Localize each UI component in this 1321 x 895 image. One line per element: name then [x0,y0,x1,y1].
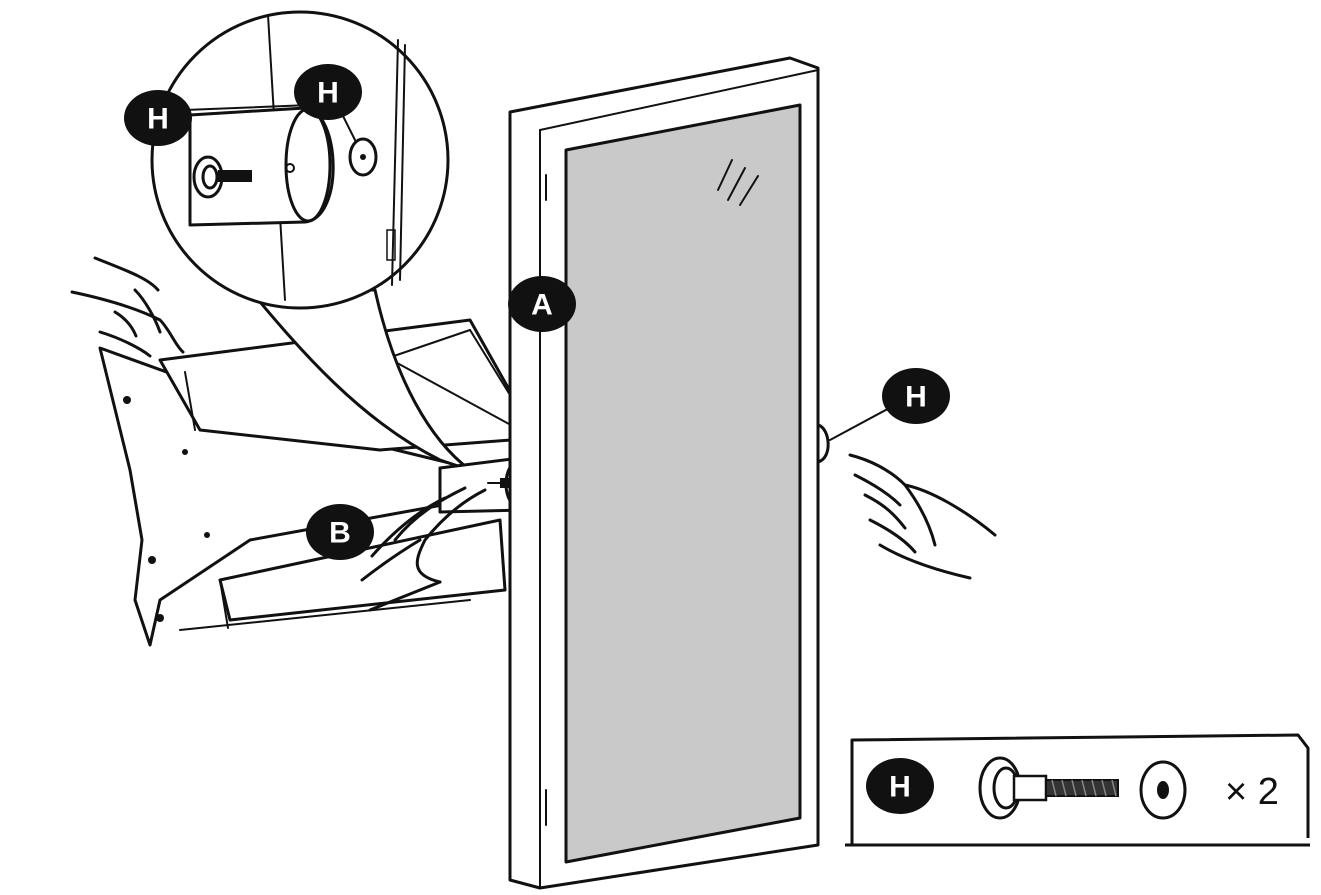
label-h-zoom-right: H [294,64,362,120]
svg-text:H: H [147,103,169,136]
mirror-a [508,56,820,890]
hand-right-icon [848,453,997,580]
bolt-with-washer-icon [978,756,1119,820]
zoom-callout-ribbon [248,288,472,472]
svg-text:H: H [889,771,911,804]
label-a: A [508,276,576,332]
svg-text:H: H [905,381,927,414]
label-b: B [306,504,374,560]
kit-quantity: × 2 [1225,771,1279,813]
hand-pushing-b-icon [360,486,487,612]
right-hinge-pin [816,404,896,464]
washer-icon [1139,760,1187,820]
svg-text:B: B [329,517,351,550]
hand-top-left-icon [70,256,185,358]
kit-label-h: H [866,758,934,814]
zoom-detail-circle [150,10,450,310]
label-h-side: H [882,368,950,424]
svg-text:H: H [317,77,339,110]
label-h-zoom-left: H [124,90,192,146]
svg-text:A: A [531,289,553,322]
mirror-glass [564,103,802,864]
hardware-kit-panel: H × 2 [845,733,1310,847]
